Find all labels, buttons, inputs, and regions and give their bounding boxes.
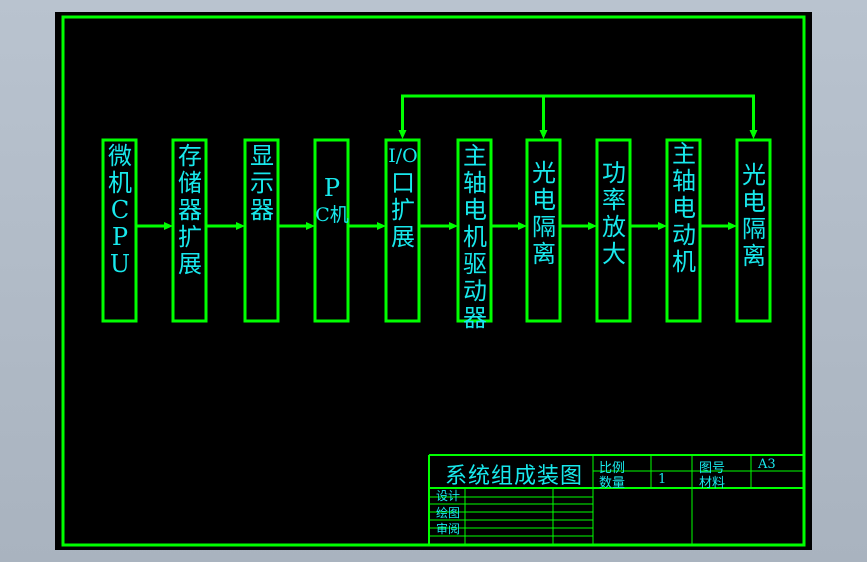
block-6-label: 主轴电机驱动器 xyxy=(457,143,493,332)
title-block-material-label: 材料 xyxy=(699,476,726,491)
block-1-char: 微 xyxy=(108,142,132,170)
block-8-label: 功率放大 xyxy=(596,160,632,268)
block-3-char: 示 xyxy=(250,169,274,197)
flow-arrow-4-head xyxy=(377,222,386,230)
block-9-char: 动 xyxy=(672,221,696,249)
block-8-char: 功 xyxy=(602,159,626,187)
block-5-char: 展 xyxy=(391,223,415,251)
block-6-char: 主 xyxy=(463,142,487,170)
block-diagram-canvas xyxy=(61,15,806,547)
block-5-char: 口 xyxy=(391,169,415,197)
block-10-char: 电 xyxy=(742,188,766,216)
title-block-drawing-no-value: A3 xyxy=(758,457,776,472)
block-2-label: 存储器扩展 xyxy=(172,143,208,278)
flow-arrow-6-head xyxy=(518,222,527,230)
block-1-box xyxy=(101,138,138,323)
flow-arrow-1-head xyxy=(164,222,173,230)
block-6-char: 机 xyxy=(463,223,487,251)
block-8-char: 大 xyxy=(602,240,626,268)
block-3-box xyxy=(243,138,280,323)
block-6-char: 轴 xyxy=(463,169,487,197)
control-bus-arrowhead-3 xyxy=(749,130,758,139)
block-4-char: C机 xyxy=(315,204,349,226)
block-3-label: 显示器 xyxy=(244,143,280,224)
block-10-box xyxy=(735,138,772,323)
flow-arrow-7-head xyxy=(588,222,597,230)
block-5-char: 扩 xyxy=(391,196,415,224)
block-7-box xyxy=(525,138,562,323)
block-2-char: 展 xyxy=(178,250,202,278)
block-2-char: 储 xyxy=(178,169,202,197)
block-8-box xyxy=(595,138,632,323)
block-10-char: 离 xyxy=(742,242,766,270)
block-2-char: 器 xyxy=(178,196,202,224)
title-block-design-label: 设计 xyxy=(436,489,461,503)
block-3-char: 器 xyxy=(250,196,274,224)
title-block-quantity-label: 数量 xyxy=(599,476,626,491)
control-bus-arrowhead-2 xyxy=(539,130,548,139)
block-3-char: 显 xyxy=(250,142,274,170)
block-6-char: 电 xyxy=(463,196,487,224)
sheet-frame xyxy=(61,15,806,547)
block-10-char: 隔 xyxy=(742,215,766,243)
block-1-char: P xyxy=(111,223,129,251)
title-block-review-label: 审阅 xyxy=(436,522,461,536)
block-1-char: 机 xyxy=(108,169,132,197)
flow-arrow-2-head xyxy=(236,222,245,230)
block-7-char: 电 xyxy=(532,186,556,214)
flow-arrow-5-head xyxy=(449,222,458,230)
block-2-box xyxy=(171,138,208,323)
flow-arrow-9-head xyxy=(728,222,737,230)
block-10-char: 光 xyxy=(742,161,766,189)
block-8-char: 放 xyxy=(602,213,626,241)
block-4-char: P xyxy=(323,174,341,202)
block-7-char: 光 xyxy=(532,159,556,187)
control-bus-line xyxy=(401,94,755,136)
block-5-char: I/O xyxy=(388,145,418,167)
block-1-char: C xyxy=(110,196,130,224)
block-9-char: 电 xyxy=(672,194,696,222)
block-9-char: 主 xyxy=(672,140,696,168)
block-6-char: 动 xyxy=(463,277,487,305)
block-6-char: 器 xyxy=(463,304,487,332)
block-9-label: 主轴电动机 xyxy=(666,141,702,276)
flow-arrow-8-head xyxy=(658,222,667,230)
block-9-box xyxy=(665,138,702,323)
block-9-char: 机 xyxy=(672,248,696,276)
block-4-box xyxy=(313,138,350,323)
block-5-box xyxy=(384,138,421,323)
block-2-char: 扩 xyxy=(178,223,202,251)
control-bus-arrowhead-1 xyxy=(398,130,407,139)
block-1-char: U xyxy=(109,250,131,278)
block-8-char: 率 xyxy=(602,186,626,214)
block-6-char: 驱 xyxy=(463,250,487,278)
block-7-label: 光电隔离 xyxy=(526,160,562,268)
title-block-scale-label: 比例 xyxy=(599,461,626,476)
block-9-char: 轴 xyxy=(672,167,696,195)
flow-arrow-3-head xyxy=(306,222,315,230)
block-7-char: 隔 xyxy=(532,213,556,241)
block-6-box xyxy=(456,138,493,323)
block-10-label: 光电隔离 xyxy=(736,162,772,270)
block-7-char: 离 xyxy=(532,240,556,268)
title-block-drawing-no-label: 图号 xyxy=(699,461,726,476)
title-block-draw-label: 绘图 xyxy=(436,506,461,520)
block-2-char: 存 xyxy=(178,142,202,170)
title-block-title: 系统组成装图 xyxy=(445,464,584,489)
title-block-quantity-value: 1 xyxy=(658,472,667,487)
